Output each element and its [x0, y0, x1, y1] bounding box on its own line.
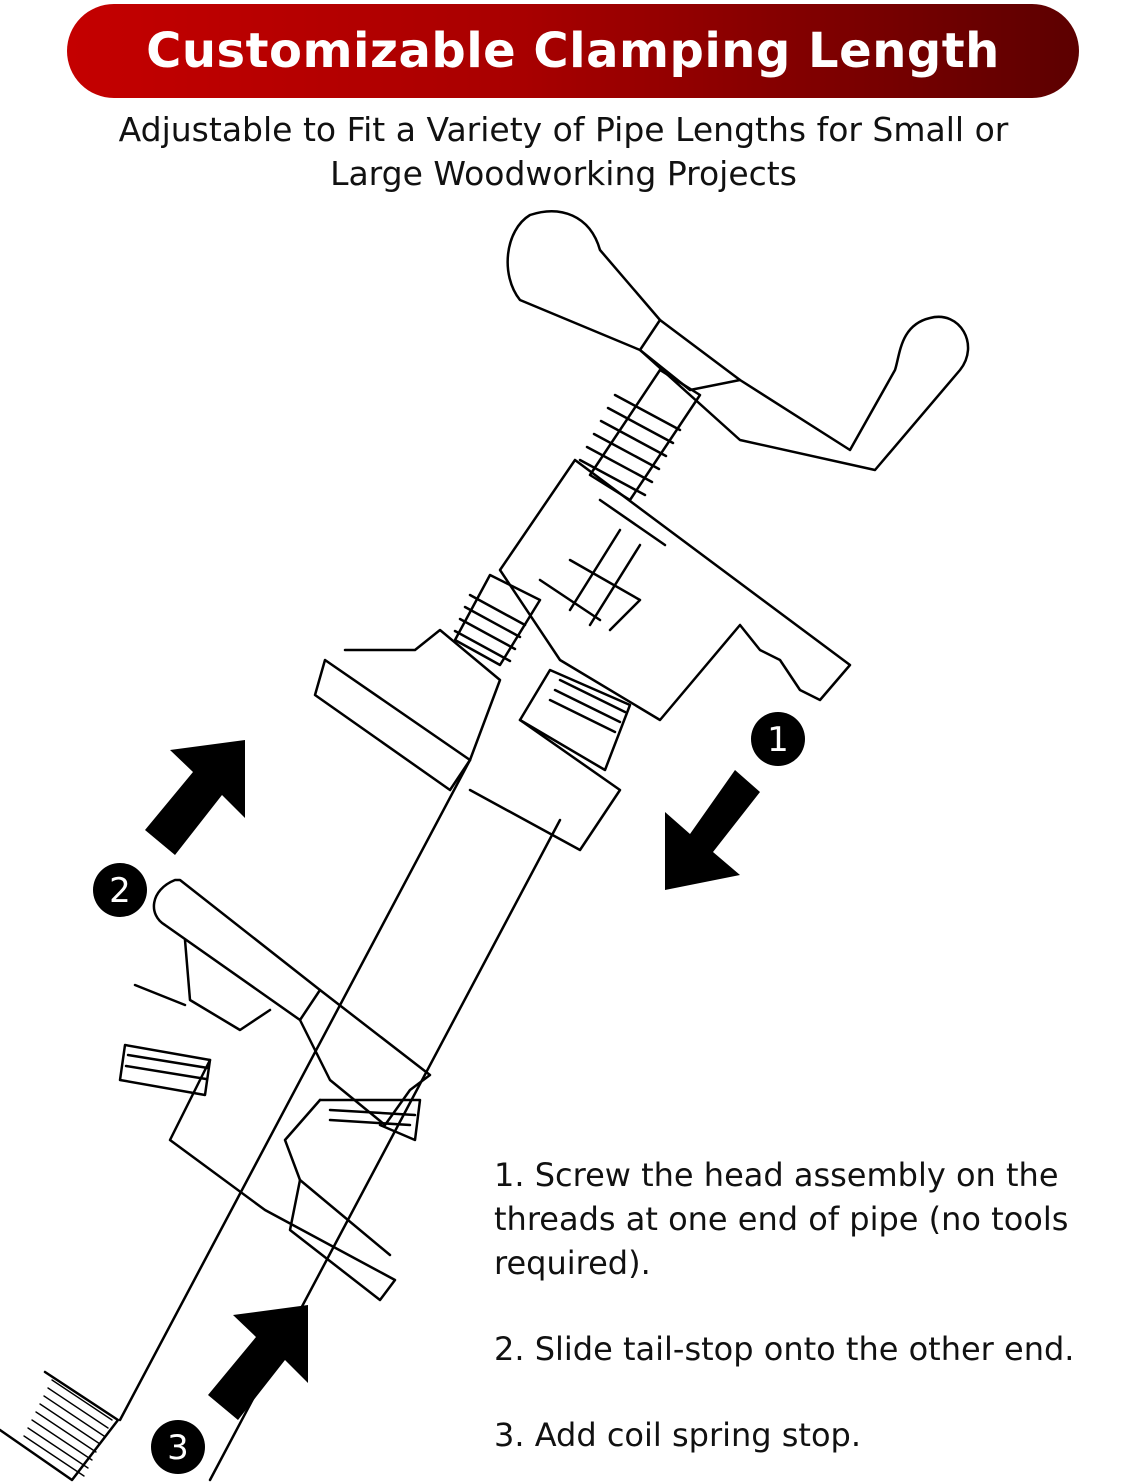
instructions: 1. Screw the head assembly on the thread…: [494, 1153, 1124, 1457]
subtitle-line-1: Adjustable to Fit a Variety of Pipe Leng…: [118, 110, 1009, 149]
head-assembly: [498, 458, 852, 722]
arrow-down-left-icon: [665, 770, 760, 890]
step-3: 3. Add coil spring stop.: [494, 1416, 862, 1454]
badge-3: 3: [151, 1420, 205, 1474]
badge-1: 1: [751, 712, 805, 766]
badge-2: 2: [93, 863, 147, 917]
page-title: Customizable Clamping Length: [146, 23, 1000, 79]
arrow-up-right-icon: [145, 740, 245, 855]
badge-3-label: 3: [167, 1428, 189, 1468]
screw-lower: [453, 573, 542, 667]
crank-handle: [506, 210, 970, 472]
pipe: [0, 758, 562, 1482]
step-1: 1. Screw the head assembly on the thread…: [494, 1156, 1069, 1282]
title-banner: Customizable Clamping Length: [67, 4, 1079, 98]
screw-upper: [578, 368, 702, 502]
step-2: 2. Slide tail-stop onto the other end.: [494, 1330, 1075, 1368]
arrow-up-right-icon: [208, 1305, 308, 1420]
pipe-threads: [0, 1370, 120, 1482]
subtitle-line-2: Large Woodworking Projects: [330, 154, 797, 193]
tail-stop: [118, 878, 432, 1302]
badge-2-label: 2: [109, 871, 131, 911]
pipe-clamp-illustration: 1 2 3: [0, 210, 970, 1482]
subtitle: Adjustable to Fit a Variety of Pipe Leng…: [40, 108, 1087, 196]
badge-1-label: 1: [767, 720, 789, 760]
pressure-plate: [313, 628, 632, 852]
